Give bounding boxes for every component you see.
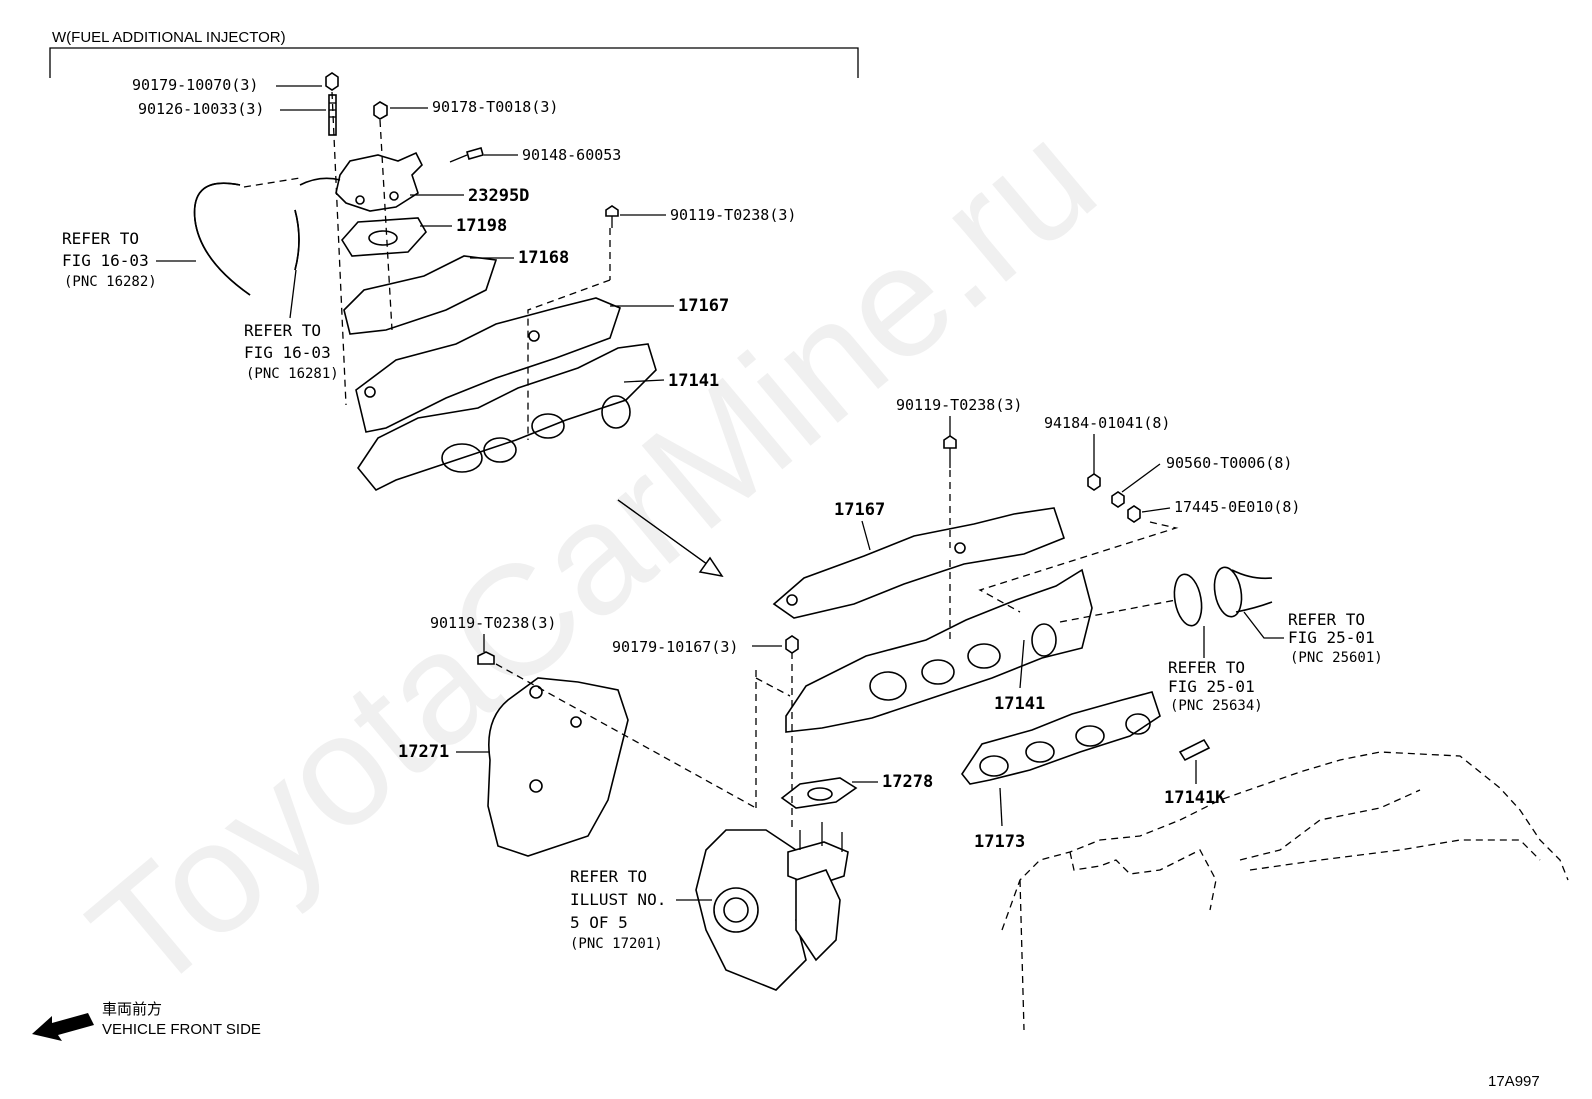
orientation-en: VEHICLE FRONT SIDE xyxy=(102,1021,261,1038)
label-90148-60053: 90148-60053 xyxy=(522,146,621,164)
nut-icon xyxy=(1127,505,1141,523)
label-17198: 17198 xyxy=(456,216,507,236)
label-17173: 17173 xyxy=(974,832,1025,852)
gasket-25601 xyxy=(1213,566,1243,618)
exhaust-manifold-17141-upper xyxy=(357,343,657,492)
nut-icon xyxy=(325,72,339,91)
orientation-jp: 車両前方 xyxy=(102,1001,162,1018)
ref-16281-line2: FIG 16-03 xyxy=(244,343,331,362)
label-17167-upper: 17167 xyxy=(678,296,729,316)
bolt-icon xyxy=(943,435,957,449)
label-17141K: 17141K xyxy=(1164,788,1226,808)
gasket-25634 xyxy=(1173,573,1203,627)
washer-icon xyxy=(1111,491,1125,508)
label-90179-10070: 90179-10070(3) xyxy=(132,76,258,94)
bolt-icon xyxy=(605,205,619,217)
label-17271: 17271 xyxy=(398,742,449,762)
nut-icon xyxy=(785,635,799,654)
label-90560-T0006: 90560-T0006(8) xyxy=(1166,454,1292,472)
label-94184-01041: 94184-01041(8) xyxy=(1044,414,1170,432)
bolt-icon xyxy=(477,651,495,665)
injector-body-23295D xyxy=(335,151,423,212)
ref-25634-line2: FIG 25-01 xyxy=(1168,677,1255,696)
label-17168: 17168 xyxy=(518,248,569,268)
ref-25634-line3: (PNC 25634) xyxy=(1170,698,1263,714)
label-17141-lower: 17141 xyxy=(994,694,1045,714)
ref-16282-line3: (PNC 16282) xyxy=(64,274,157,290)
ref-17201-line2: ILLUST NO. xyxy=(570,890,666,909)
hose-16282 xyxy=(193,182,251,296)
plate-17168 xyxy=(343,255,498,335)
ref-17201-line4: (PNC 17201) xyxy=(570,936,663,952)
variant-label: W(FUEL ADDITIONAL INJECTOR) xyxy=(52,29,286,46)
label-17167-lower: 17167 xyxy=(834,500,885,520)
ref-25601-line1: REFER TO xyxy=(1288,610,1365,629)
flange-nut-icon xyxy=(373,101,388,120)
gasket-17278 xyxy=(780,777,858,809)
label-90126-10033: 90126-10033(3) xyxy=(138,100,264,118)
engine-block-outline xyxy=(1001,751,1569,931)
label-90119-T0238-c: 90119-T0238(3) xyxy=(430,614,556,632)
bolt-icon xyxy=(466,147,484,160)
vehicle-front-arrow-icon xyxy=(32,1013,94,1041)
heat-insulator-17271 xyxy=(487,677,629,857)
ref-16282-line2: FIG 16-03 xyxy=(62,251,149,270)
stud-17141K xyxy=(1178,738,1211,762)
ref-25634-line1: REFER TO xyxy=(1168,658,1245,677)
stud-icon xyxy=(328,94,337,136)
label-90119-T0238-b: 90119-T0238(3) xyxy=(896,396,1022,414)
variant-bracket xyxy=(49,47,859,78)
ref-16281-line3: (PNC 16281) xyxy=(246,366,339,382)
nut-icon xyxy=(1087,473,1101,491)
gasket-17173 xyxy=(961,691,1161,785)
ref-16281-line1: REFER TO xyxy=(244,321,321,340)
label-17141-upper: 17141 xyxy=(668,371,719,391)
ref-25601-line2: FIG 25-01 xyxy=(1288,628,1375,647)
heat-insulator-17167-upper xyxy=(355,297,621,433)
exhaust-manifold-17141-lower xyxy=(785,568,1093,733)
label-90179-10167: 90179-10167(3) xyxy=(612,638,738,656)
label-90119-T0238-a: 90119-T0238(3) xyxy=(670,206,796,224)
figure-code: 17A997 xyxy=(1488,1073,1540,1090)
ref-25601-line3: (PNC 25601) xyxy=(1290,650,1383,666)
label-23295D: 23295D xyxy=(468,186,529,206)
label-17445-0E010: 17445-0E010(8) xyxy=(1174,498,1300,516)
label-90178-T0018: 90178-T0018(3) xyxy=(432,98,558,116)
heat-insulator-17167-lower xyxy=(772,507,1065,619)
ref-16282-line1: REFER TO xyxy=(62,229,139,248)
ref-17201-line3: 5 OF 5 xyxy=(570,913,628,932)
label-17278: 17278 xyxy=(882,772,933,792)
ref-17201-line1: REFER TO xyxy=(570,867,647,886)
